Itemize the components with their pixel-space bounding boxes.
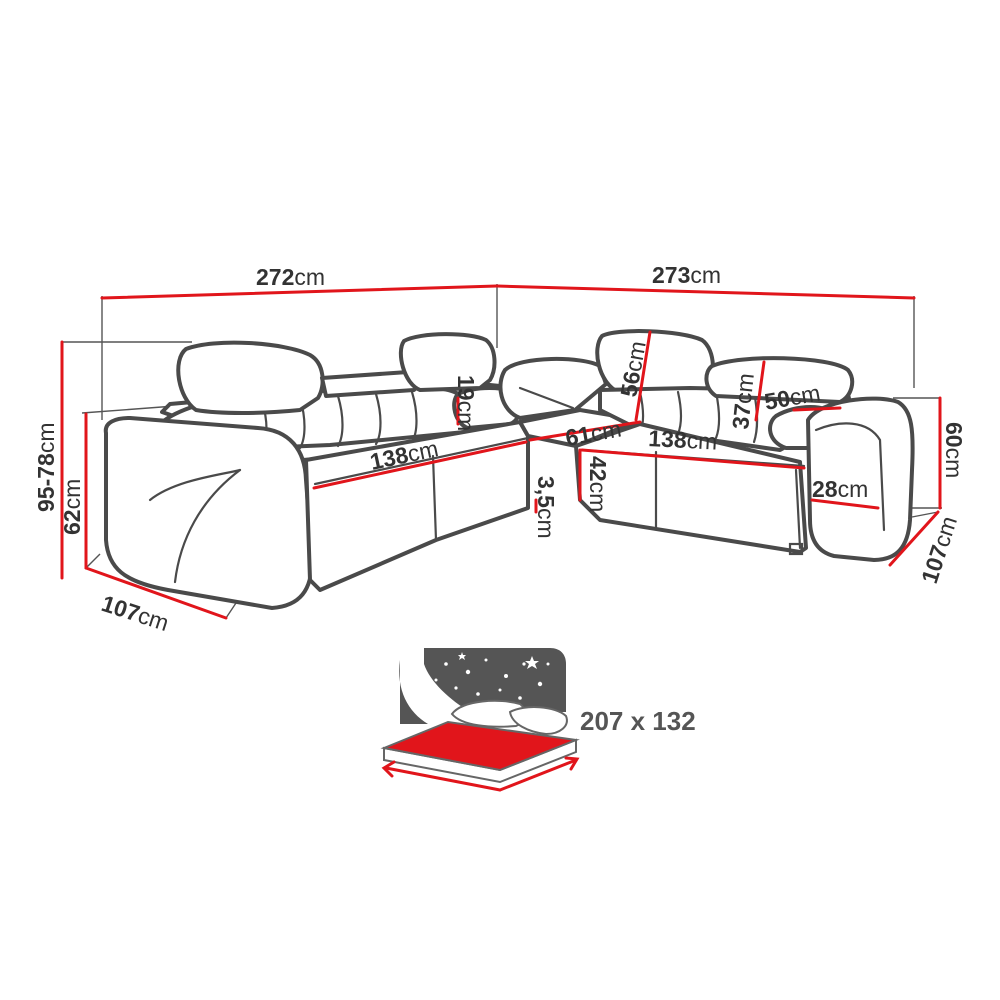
label-headrest-right: 56cm xyxy=(615,339,650,399)
extension-lines xyxy=(62,284,942,619)
sofa-drawing xyxy=(103,329,915,610)
bed-width-arrow xyxy=(384,766,502,792)
label-bolster: 50cm xyxy=(762,380,822,415)
dim-line-56 xyxy=(634,330,652,422)
dim-line-138-left xyxy=(312,440,528,490)
bed-size-label: 207 x 132 xyxy=(580,706,696,736)
label-back-cushion: 37cm xyxy=(727,372,759,431)
dimension-labels: 272cm 273cm 95-78cm 62cm 107cm 138cm 19c… xyxy=(33,262,967,636)
label-armrest-width: 28cm xyxy=(812,476,868,502)
label-seat-width-right: 138cm xyxy=(648,425,718,455)
label-width-left: 272cm xyxy=(256,264,325,290)
pillow-icon xyxy=(450,699,568,736)
label-depth-left: 107cm xyxy=(98,590,172,636)
dim-line-138-right xyxy=(580,448,806,470)
star-icon xyxy=(410,652,550,702)
label-width-right: 273cm xyxy=(652,262,721,288)
label-leg-height: 3,5cm xyxy=(533,476,559,539)
label-height-backrest: 95-78cm xyxy=(33,423,59,513)
label-corner-seat: 61cm xyxy=(563,416,623,451)
dim-line-37 xyxy=(754,360,766,422)
label-height-arm-left: 62cm xyxy=(59,479,85,535)
dim-line-273 xyxy=(495,284,916,300)
dimension-lines xyxy=(60,284,942,620)
label-seat-height: 42cm xyxy=(585,456,611,512)
dim-line-28 xyxy=(810,498,880,510)
dim-line-61 xyxy=(528,420,642,442)
dim-line-272 xyxy=(100,284,499,300)
dim-line-50 xyxy=(792,406,842,412)
label-depth-right: 107cm xyxy=(916,513,962,587)
dim-line-107-right xyxy=(888,510,940,567)
label-headrest-left: 19cm xyxy=(453,375,479,431)
sleeping-area-icon xyxy=(380,648,580,792)
label-height-arm-right: 60cm xyxy=(941,422,967,478)
dim-line-107-left xyxy=(84,566,228,620)
